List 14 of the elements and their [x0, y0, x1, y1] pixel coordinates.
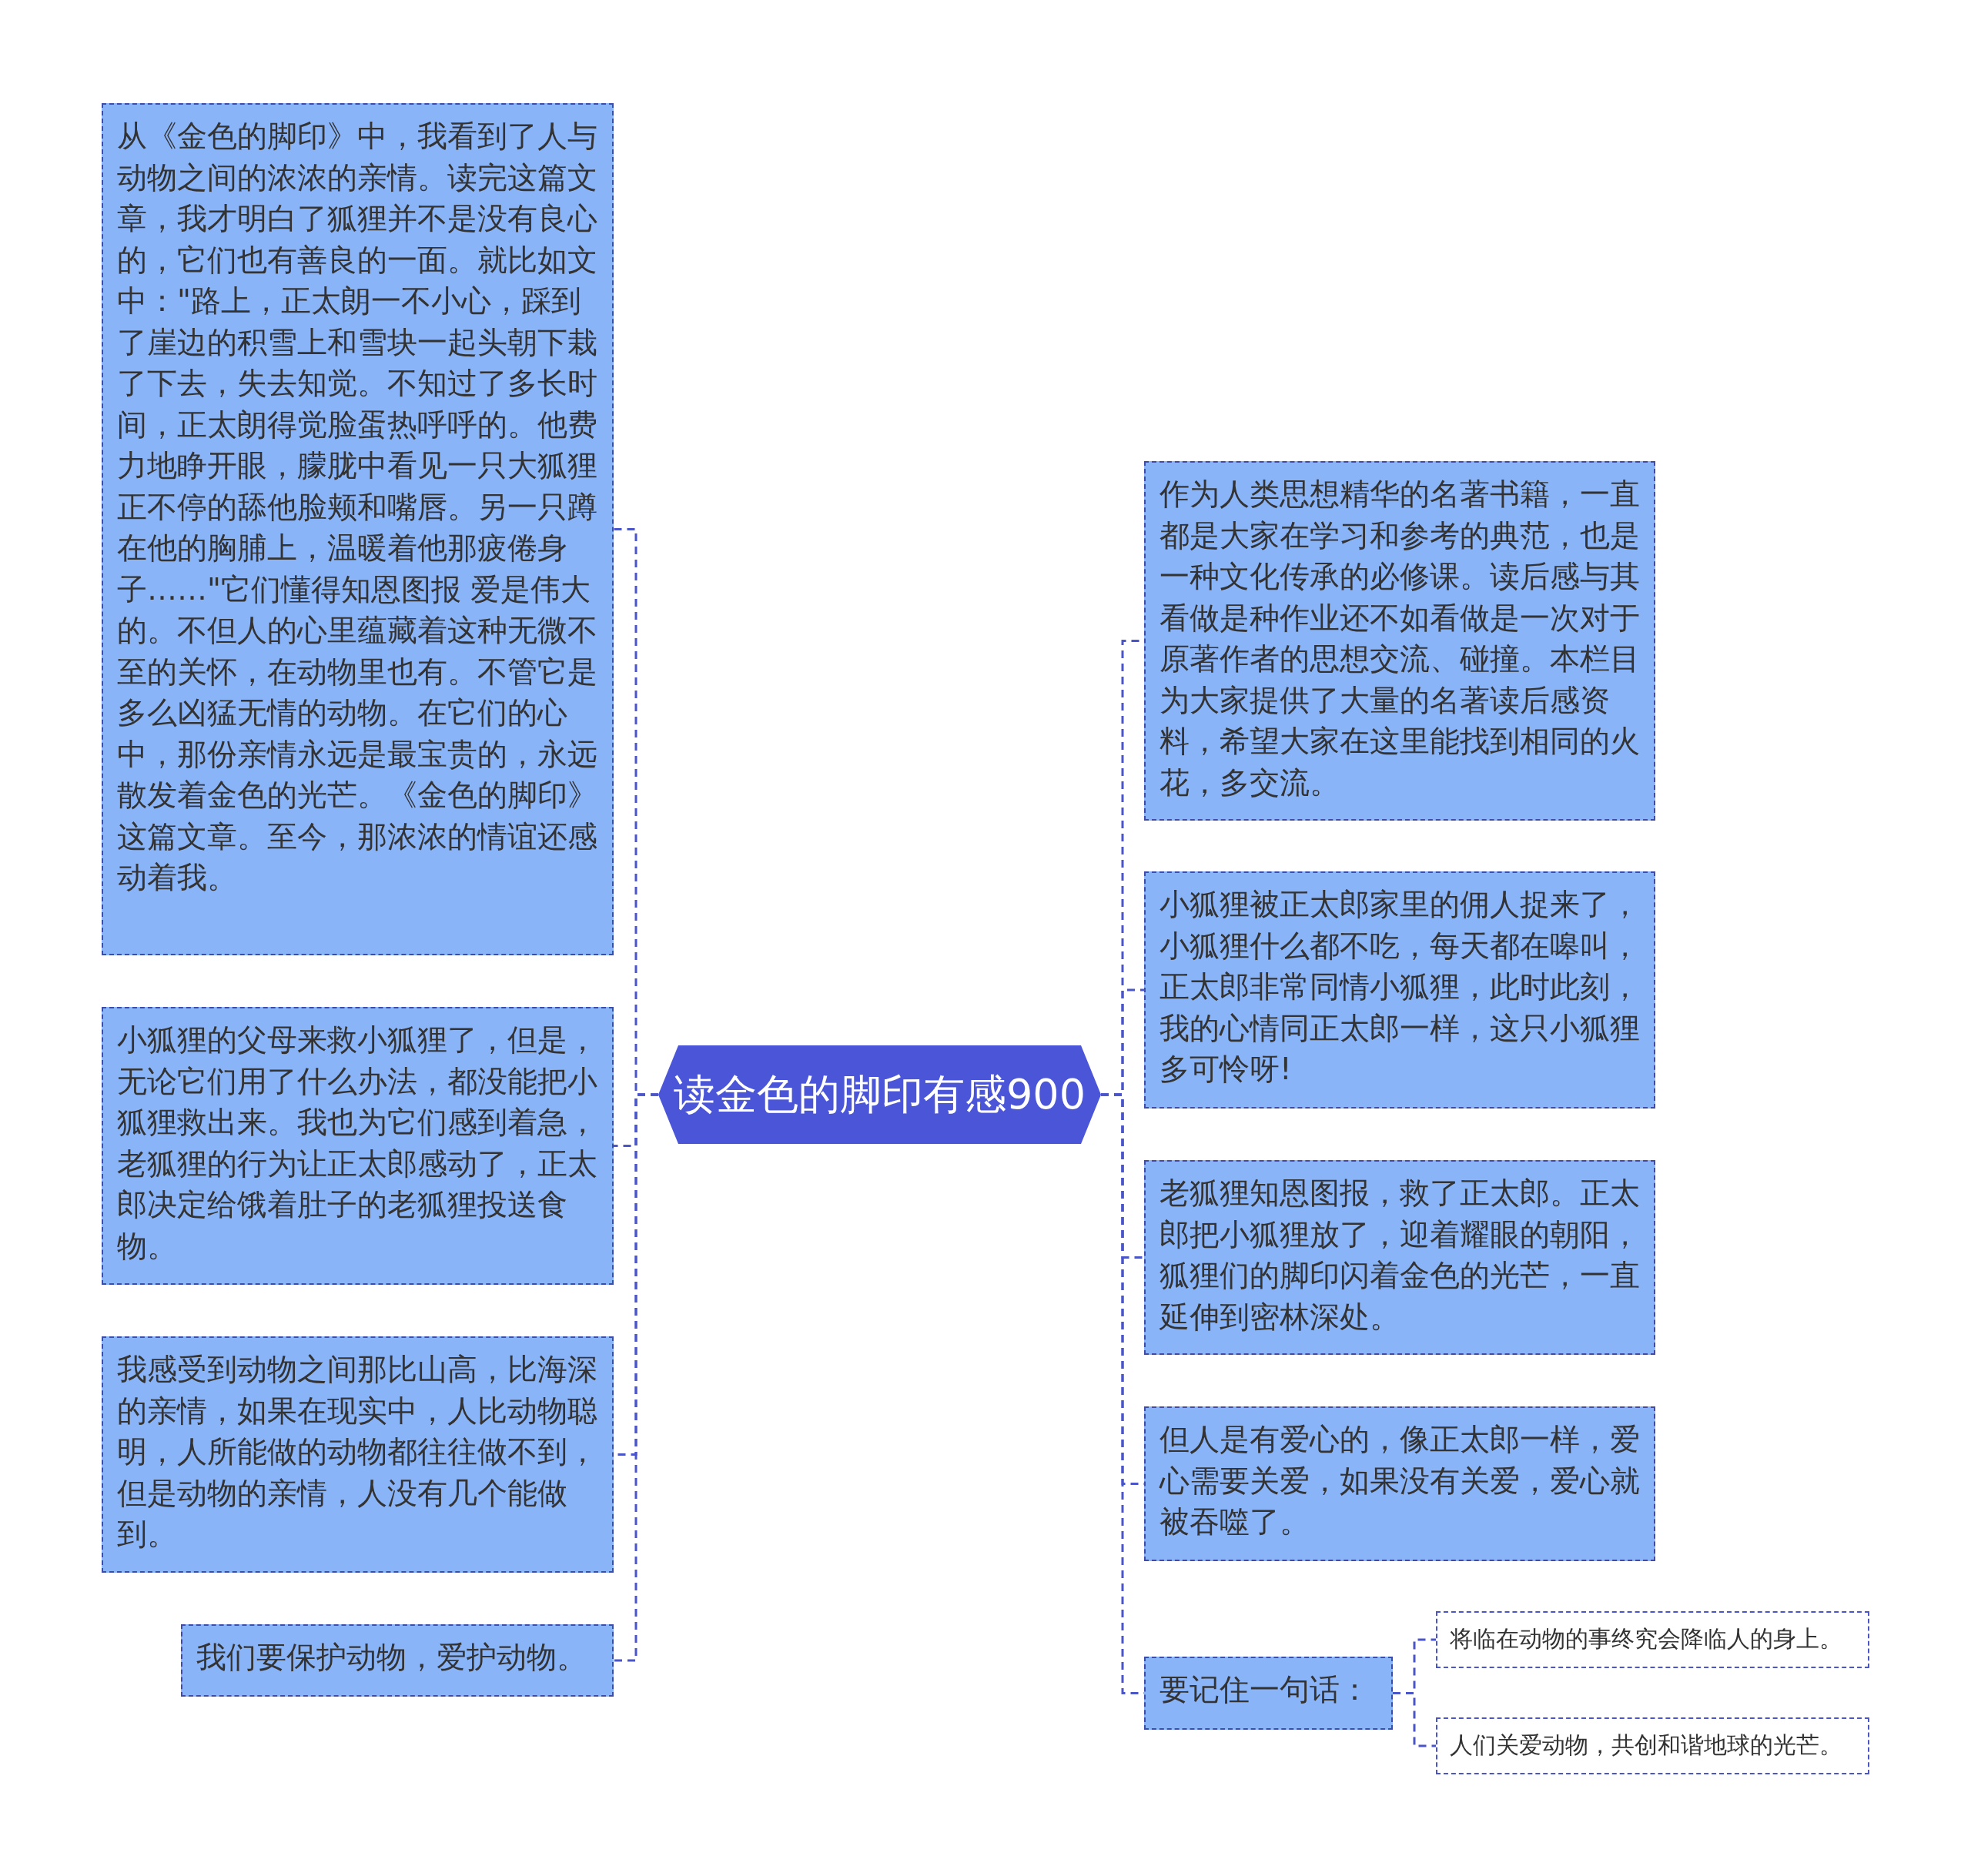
topic-box: 我们要保护动物，爱护动物。	[181, 1624, 614, 1697]
topic-box: 作为人类思想精华的名著书籍，一直都是大家在学习和参考的典范，也是一种文化传承的必修课。读后感与其看做是种作业还不如看做是一次对于原著作者的思想交流、碰撞。本栏目为大家提供了大量的名著读后感资料，希望大家在这里能找到相同的火花，多交流。	[1144, 461, 1655, 821]
subtopic-box: 将临在动物的事终究会降临人的身上。	[1436, 1611, 1869, 1668]
topic-hexagon: 读金色的脚印有感900	[658, 1045, 1101, 1144]
topic-box: 但人是有爱心的，像正太郎一样，爱心需要关爱，如果没有关爱，爱心就被吞噬了。	[1144, 1406, 1655, 1561]
topic-box: 要记住一句话：	[1144, 1657, 1393, 1730]
topic-box: 老狐狸知恩图报，救了正太郎。正太郎把小狐狸放了，迎着耀眼的朝阳，狐狸们的脚印闪着金色的光芒，一直延伸到密林深处。	[1144, 1160, 1655, 1355]
subtopic-box: 人们关爱动物，共创和谐地球的光芒。	[1436, 1717, 1869, 1774]
topic-box: 从《金色的脚印》中，我看到了人与动物之间的浓浓的亲情。读完这篇文章，我才明白了狐狸并不是没有良心的，它们也有善良的一面。就比如文中："路上，正太朗一不小心，踩到了崖边的积雪上和雪块一起头朝下栽了下去，失去知觉。不知过了多长时间，正太朗得觉脸蛋热呼呼的。他费力地睁开眼，朦胧中看见一只大狐狸正不停的舔他脸颊和嘴唇。另一只蹲在他的胸脯上，温暖着他那疲倦身子……"它们懂得知恩图报 爱是伟大的。不但人的心里蕴藏着这种无微不至的关怀，在动物里也有。不管它是多么凶猛无情的动物。在它们的心中，那份亲情永远是最宝贵的，永远散发着金色的光芒。《金色的脚印》这篇文章。至今，那浓浓的情谊还感动着我。	[102, 103, 614, 955]
connector	[614, 1093, 658, 1662]
connector	[1393, 1692, 1436, 1747]
topic-box: 小狐狸被正太郎家里的佣人捉来了，小狐狸什么都不吃，每天都在嗥叫，正太郎非常同情小狐狸，此时此刻，我的心情同正太郎一样，这只小狐狸多可怜呀!	[1144, 871, 1655, 1109]
topic-box: 小狐狸的父母来救小狐狸了，但是，无论它们用了什么办法，都没能把小狐狸救出来。我也为它们感到着急，老狐狸的行为让正太郎感动了，正太郎决定给饿着肚子的老狐狸投送食物。	[102, 1007, 614, 1285]
topic-box: 我感受到动物之间那比山高，比海深的亲情，如果在现实中，人比动物聪明，人所能做的动物都往往做不到，但是动物的亲情，人没有几个能做到。	[102, 1336, 614, 1573]
